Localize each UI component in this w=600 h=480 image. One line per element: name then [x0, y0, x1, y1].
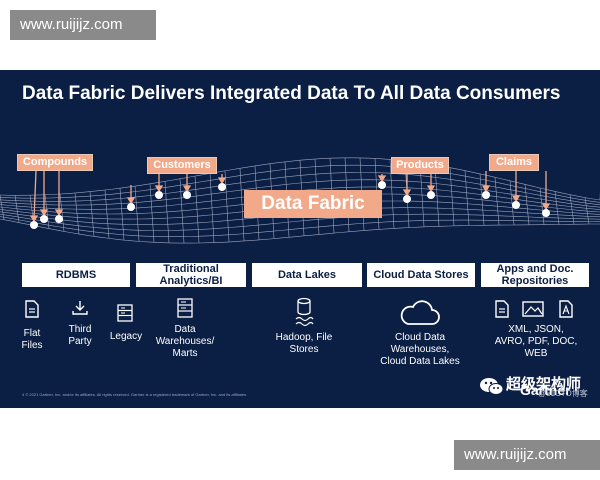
wechat-icon — [480, 378, 504, 395]
file-icon — [25, 300, 39, 318]
item-flat-files: Flat Files — [21, 328, 43, 351]
slide: Data Fabric Delivers Integrated Data To … — [0, 70, 600, 408]
item-legacy: Legacy — [109, 331, 143, 342]
item-third-party: Third Party — [68, 324, 92, 347]
source-apps-doc-repositories: Apps and Doc. Repositories — [481, 263, 589, 287]
item-cloud-data-warehouses: Cloud Data Warehouses, Cloud Data Lakes — [380, 332, 460, 367]
source-data-lakes: Data Lakes — [252, 263, 362, 287]
item-file-formats: XML, JSON, AVRO, PDF, DOC, WEB — [494, 324, 578, 359]
wechat-account-name: 超级架构师 — [506, 376, 582, 393]
item-hadoop: Hadoop, File Stores — [275, 332, 333, 355]
consumer-tag-products: Products — [391, 157, 449, 174]
server-stack-icon — [177, 298, 193, 318]
consumer-tag-claims: Claims — [489, 154, 539, 171]
data-fabric-label: Data Fabric — [244, 190, 382, 218]
consumer-tag-customers: Customers — [147, 157, 217, 174]
item-data-warehouses: Data Warehouses/ Marts — [155, 324, 215, 359]
source-rdbms: RDBMS — [22, 263, 130, 287]
pdf-file-icon — [559, 300, 573, 318]
watermark-bottom: www.ruijijz.com — [454, 440, 600, 470]
wechat-watermark: 超级架构师 @51CTO博客 — [478, 370, 600, 400]
document-icon — [495, 300, 509, 318]
download-icon — [72, 301, 88, 315]
blog-source-label: @51CTO博客 — [538, 389, 588, 398]
source-analytics: Traditional Analytics/BI — [136, 263, 246, 287]
consumer-tag-compounds: Compounds — [17, 154, 93, 171]
cloud-icon — [400, 300, 440, 325]
copyright-footer: 4 © 2021 Gartner, Inc. and/or its affili… — [22, 392, 248, 397]
gartner-logo: Gartner — [520, 382, 571, 398]
slide-title: Data Fabric Delivers Integrated Data To … — [22, 83, 561, 104]
watermark-top: www.ruijijz.com — [10, 10, 156, 40]
source-cloud-data-stores: Cloud Data Stores — [367, 263, 475, 287]
image-icon — [522, 301, 544, 317]
database-lake-icon — [295, 297, 314, 327]
server-icon — [117, 304, 133, 322]
